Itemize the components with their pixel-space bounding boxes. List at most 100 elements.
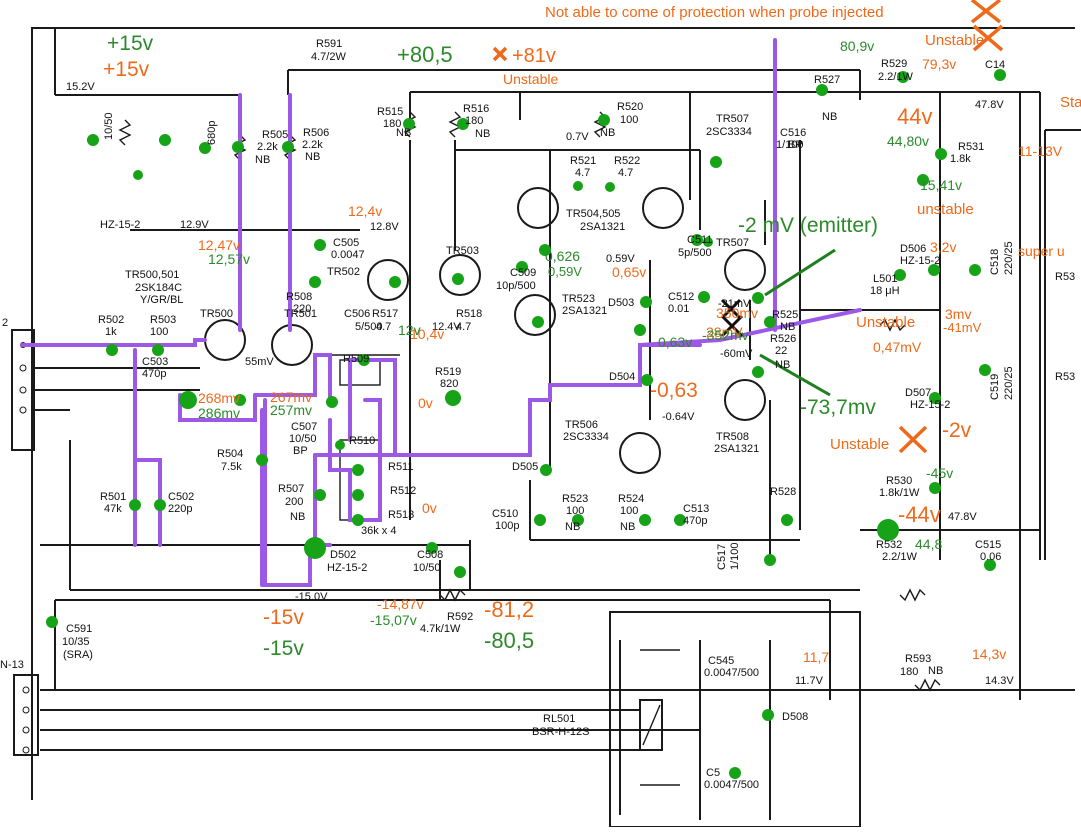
banner-note: Not able to come of protection when prob…: [545, 4, 884, 21]
probe-point-dot: [106, 344, 118, 356]
label-r522: R522: [614, 155, 640, 167]
volt-0-7: 0.7V: [566, 131, 589, 143]
note-268mv: 268mv: [198, 390, 240, 406]
label-tr508: TR508: [716, 431, 749, 443]
label-r516: R516: [463, 103, 489, 115]
label-r529: R529: [881, 58, 907, 70]
volt-55mv: 55mV: [245, 356, 274, 368]
label-l501: L501: [873, 273, 897, 285]
probe-point-dot: [358, 354, 370, 366]
probe-point-dot: [539, 244, 551, 256]
note-sta: Sta: [1060, 94, 1081, 111]
note-11-13: 11-13V: [1018, 143, 1063, 159]
note-neg-0-63: -0,63: [650, 379, 698, 402]
note-neg-15-green: -15v: [263, 637, 304, 660]
probe-point-dot: [232, 141, 244, 153]
label-c506: C506: [344, 308, 370, 320]
probe-point-dot: [929, 482, 941, 494]
note-286mv: 286mv: [198, 405, 240, 421]
label-r521: R521: [570, 155, 596, 167]
probe-point-dot: [454, 566, 466, 578]
probe-point-dot: [752, 292, 764, 304]
label-tr506: TR506: [565, 419, 598, 431]
note-257mv: 257mv: [270, 402, 312, 418]
label-nb-6: NB: [822, 111, 837, 123]
note-plus15-orange: +15v: [103, 58, 150, 81]
label-bp-2: BP: [293, 445, 308, 457]
label-nb-5: NB: [600, 127, 615, 139]
note-neg-15-orange: -15v: [263, 606, 304, 629]
label-c516-value: 1/100: [776, 139, 804, 151]
label-r532: R532: [876, 539, 902, 551]
label-r519-value: 820: [440, 378, 458, 390]
printed-voltages: 15.2V 12.9V 12.8V 12.4V 0.7V 0.59V -0.64…: [66, 81, 1014, 687]
label-tr501: TR501: [284, 308, 317, 320]
connector-j2-label: 2: [2, 317, 8, 329]
label-r530-value: 1.8k/1W: [879, 487, 920, 499]
note-79-3: 79,3v: [922, 56, 956, 72]
label-r53y: R53: [1055, 371, 1075, 383]
measurement-annotations: Not able to come of protection when prob…: [103, 4, 1081, 665]
label-rl501: RL501: [543, 713, 575, 725]
label-tr500: TR500: [200, 308, 233, 320]
note-neg-41mv: -41mV: [943, 320, 982, 335]
probe-point-dot: [641, 374, 653, 386]
label-r505: R505: [262, 129, 288, 141]
probe-point-dot: [598, 114, 610, 126]
label-d505: D505: [512, 461, 538, 473]
note-44v: 44v: [897, 104, 932, 129]
x-markers: [492, 0, 1004, 454]
probe-point-dot: [752, 366, 764, 378]
label-nb-7: NB: [780, 321, 795, 333]
label-r526: R526: [770, 333, 796, 345]
probe-point-dot: [445, 390, 461, 406]
probe-point-dot: [764, 316, 776, 328]
note-44-80: 44,80v: [887, 133, 929, 149]
probe-point-dot: [703, 237, 713, 247]
probe-point-dot: [152, 344, 164, 356]
probe-point-dot: [46, 616, 58, 628]
label-tr508-type: 2SA1321: [714, 443, 759, 455]
note-neg-15-07: -15,07v: [370, 612, 417, 628]
probe-point-dot: [256, 454, 268, 466]
probe-point-dot: [314, 489, 326, 501]
note-3mv: 3mv: [945, 306, 971, 322]
label-r529-value: 2.2/1W: [878, 71, 913, 83]
note-350mv: 350mv: [716, 305, 758, 321]
note-0-626: 0,626: [545, 248, 580, 264]
label-d507-type: HZ-15-2: [910, 399, 950, 411]
probe-point-dot: [674, 514, 686, 526]
label-c513-value: 470p: [683, 515, 707, 527]
label-c512-value: 0.01: [668, 303, 689, 315]
connector-labels: 2 N-13: [0, 317, 24, 671]
label-r531: R531: [958, 141, 984, 153]
label-nb-11: NB: [620, 521, 635, 533]
probe-point-dot: [129, 499, 141, 511]
probe-point-dot: [994, 69, 1006, 81]
label-r507-value: 200: [285, 496, 303, 508]
probe-point-dot: [282, 141, 294, 153]
label-r5xx-value: 36k x 4: [361, 525, 396, 537]
label-tr503: TR503: [446, 245, 479, 257]
note-neg-2v: -2v: [942, 419, 972, 442]
note-unstable-2: unstable: [917, 201, 974, 218]
probe-point-dot: [159, 134, 171, 146]
probe-point-dot: [935, 148, 947, 160]
note-0-63-green: 0,63v: [658, 334, 692, 350]
label-d507: D507: [905, 387, 931, 399]
label-r591: R591: [316, 38, 342, 50]
volt-12-4: 12.4V: [432, 321, 461, 333]
probe-point-dot: [929, 392, 941, 404]
note-12-57: 12,57v: [208, 251, 250, 267]
label-r516-value: 180: [465, 115, 483, 127]
note-0-59-green: 0,59V: [548, 264, 582, 279]
label-c546-value: 0.0047/500: [704, 779, 759, 791]
label-tr502: TR502: [327, 266, 360, 278]
volt-47-8: 47.8V: [975, 99, 1004, 111]
note-unstable-1: Unstable: [503, 71, 558, 87]
probe-point-dot: [877, 519, 899, 541]
note-unstable-3: Unstable: [856, 314, 915, 331]
label-c505-value: 0.0047: [331, 249, 365, 261]
